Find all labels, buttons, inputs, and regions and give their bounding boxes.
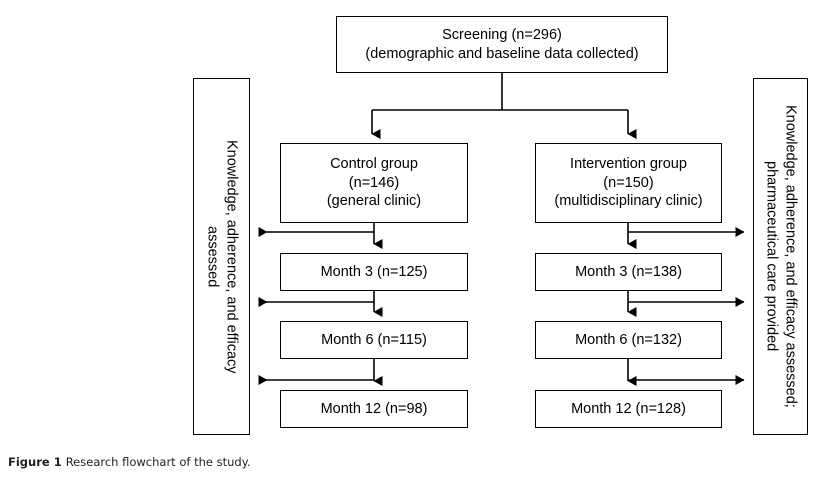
node-intervention-month-6: Month 6 (n=132)	[535, 321, 722, 359]
figure-caption-text: Research flowchart of the study.	[65, 455, 251, 469]
node-control-group: Control group (n=146) (general clinic)	[280, 143, 468, 223]
node-intervention-group-label: Intervention group (n=150) (multidiscipl…	[554, 156, 703, 210]
node-screening-label: Screening (n=296) (demographic and basel…	[365, 26, 639, 62]
node-control-month-3: Month 3 (n=125)	[280, 253, 468, 291]
left-panel-label: Knowledge, adherence, and efficacy asses…	[204, 139, 240, 374]
node-control-month-12-label: Month 12 (n=98)	[320, 400, 428, 417]
node-intervention-month-3-label: Month 3 (n=138)	[575, 263, 682, 280]
node-intervention-month-12-label: Month 12 (n=128)	[571, 400, 686, 417]
node-control-month-12: Month 12 (n=98)	[280, 390, 468, 428]
node-intervention-group: Intervention group (n=150) (multidiscipl…	[535, 143, 722, 223]
figure-caption-label: Figure 1	[8, 455, 66, 469]
node-intervention-month-3: Month 3 (n=138)	[535, 253, 722, 291]
node-intervention-month-6-label: Month 6 (n=132)	[575, 331, 682, 348]
node-screening: Screening (n=296) (demographic and basel…	[336, 16, 668, 73]
figure-caption: Figure 1 Research flowchart of the study…	[8, 455, 251, 469]
node-control-group-label: Control group (n=146) (general clinic)	[326, 156, 422, 210]
right-panel-label: Knowledge, adherence, and efficacy asses…	[763, 105, 799, 408]
node-control-month-6-label: Month 6 (n=115)	[321, 331, 427, 348]
node-control-month-6: Month 6 (n=115)	[280, 321, 468, 359]
left-panel-knowledge-assessed: Knowledge, adherence, and efficacy asses…	[193, 78, 250, 435]
node-control-month-3-label: Month 3 (n=125)	[320, 263, 428, 280]
node-intervention-month-12: Month 12 (n=128)	[535, 390, 722, 428]
right-panel-pharmaceutical-care: Knowledge, adherence, and efficacy asses…	[753, 78, 808, 435]
